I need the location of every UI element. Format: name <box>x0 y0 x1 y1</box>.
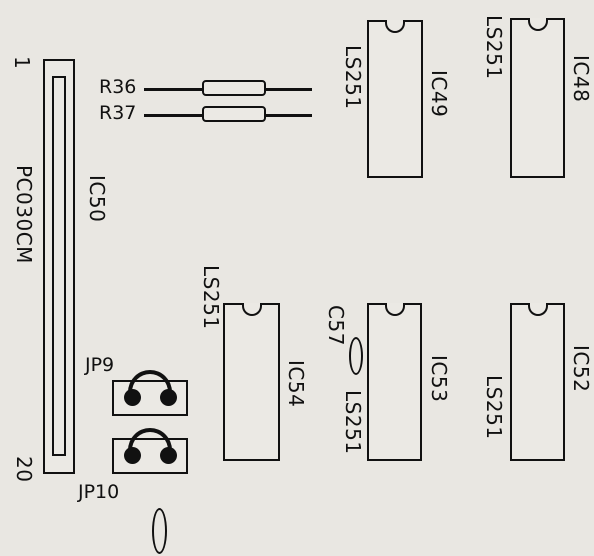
ic52-body <box>510 303 565 461</box>
r37-body <box>202 106 266 122</box>
ic48-notch <box>527 18 548 31</box>
c57-body <box>349 337 363 375</box>
ic53-type-label: LS251 <box>341 390 365 455</box>
ic53-notch <box>384 303 405 316</box>
ic54-designator: IC54 <box>284 360 308 408</box>
ic54-type-label: LS251 <box>199 265 223 330</box>
ic50-designator: IC50 <box>85 175 109 223</box>
r37-lead-left <box>144 114 204 117</box>
r36-body <box>202 80 266 96</box>
ic50-pin1-label: 1 <box>10 56 34 70</box>
c57-label: C57 <box>324 305 348 346</box>
ic49-notch <box>385 20 405 33</box>
jp10-body <box>112 428 188 474</box>
ic48-designator: IC48 <box>569 55 593 103</box>
ic48-type-label: LS251 <box>482 15 506 80</box>
ic52-notch <box>527 303 548 316</box>
r36-lead-right <box>264 88 312 91</box>
jp9-label: JP9 <box>85 354 115 376</box>
ic49-body <box>367 20 423 178</box>
jp10-label: JP10 <box>78 481 120 503</box>
ic50-pin20-label: 20 <box>12 456 36 483</box>
ic52-designator: IC52 <box>569 345 593 393</box>
ic50-inner-slot <box>52 76 66 456</box>
r37-lead-right <box>264 114 312 117</box>
ic54-body <box>223 303 280 461</box>
r36-label: R36 <box>99 76 137 98</box>
ic48-body <box>510 18 565 178</box>
ic49-type-label: LS251 <box>341 45 365 110</box>
r37-label: R37 <box>99 102 137 124</box>
ic50-body <box>43 59 75 474</box>
ic50-type-label: PC030CM <box>12 165 36 264</box>
ic49-designator: IC49 <box>427 70 451 118</box>
ic53-designator: IC53 <box>427 355 451 403</box>
ic54-notch <box>241 303 262 316</box>
jp9-body <box>112 370 188 416</box>
ic53-body <box>367 303 422 461</box>
bottom-capacitor-body <box>152 508 167 554</box>
jp9-jumper <box>128 370 172 398</box>
ic52-type-label: LS251 <box>482 375 506 440</box>
r36-lead-left <box>144 88 204 91</box>
jp10-jumper <box>128 428 172 456</box>
